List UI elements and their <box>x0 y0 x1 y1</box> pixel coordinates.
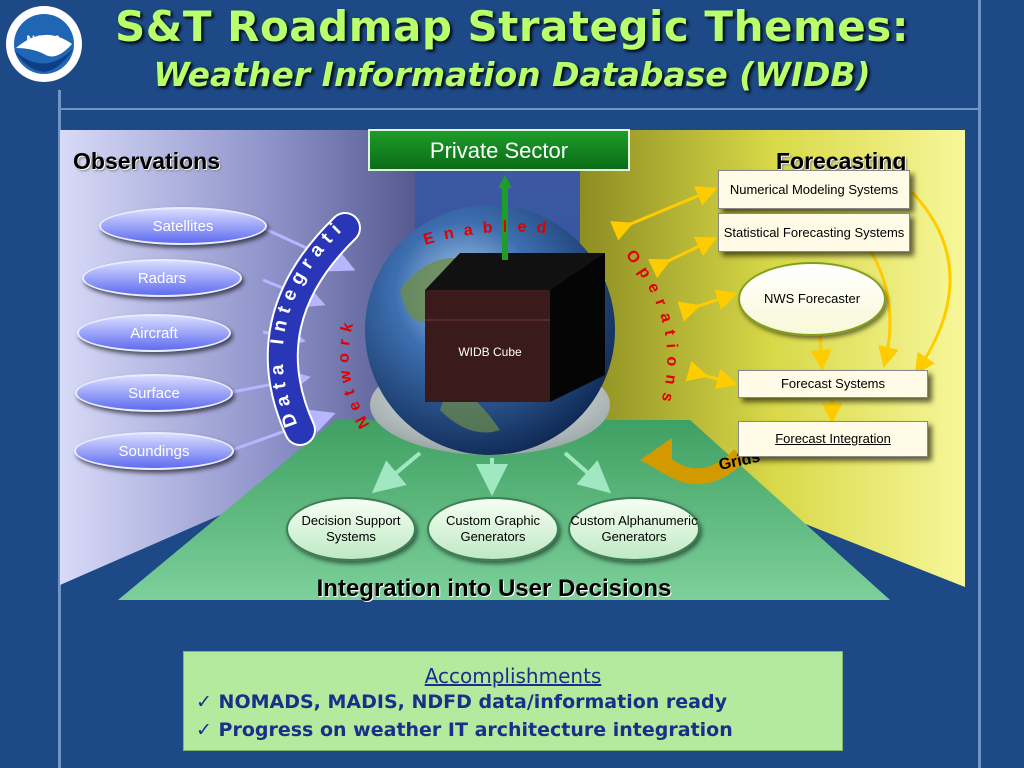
page-title: S&T Roadmap Strategic Themes: <box>114 2 910 51</box>
forecasting-heading: Forecasting <box>776 148 907 174</box>
widb-cube-front <box>425 290 550 402</box>
pill-soundings: Soundings <box>74 432 234 470</box>
page-subtitle: Weather Information Database (WIDB) <box>153 55 871 94</box>
user-decisions-label: Integration into User Decisions <box>316 575 672 602</box>
forecast-integration-box: Forecast Integration <box>738 421 928 457</box>
pill-aircraft: Aircraft <box>77 314 231 352</box>
frame-line-right <box>978 0 981 768</box>
arrow-decision-support <box>371 451 422 494</box>
nws-forecaster-oval: NWS Forecaster <box>738 262 886 336</box>
forecast-integration-label: Forecast Integration <box>775 431 891 446</box>
pill-radars: Radars <box>82 259 242 297</box>
arrow-alphanumeric <box>563 451 612 494</box>
arrow-forecast-systems <box>685 360 738 390</box>
frame-line-left <box>58 90 61 768</box>
accomplishment-text: Progress on weather IT architecture inte… <box>218 719 733 741</box>
arrow-statistical-systems <box>868 249 899 368</box>
pill-satellites: Satellites <box>99 207 267 245</box>
custom-alphanumeric-oval: Custom Alphanumeric Generators <box>568 497 700 561</box>
arrow-numerical <box>610 186 718 241</box>
check-icon: ✓ <box>196 719 212 741</box>
arrow-forecaster-systems <box>808 319 832 371</box>
accomplishment-text: NOMADS, MADIS, NDFD data/information rea… <box>218 691 727 713</box>
logo-text: NOAA <box>26 33 62 47</box>
custom-graphic-oval: Custom Graphic Generators <box>427 497 559 561</box>
widb-cube-label: WIDB Cube <box>458 345 522 359</box>
noaa-logo: NOAA <box>4 4 84 84</box>
arrow-numerical-systems <box>910 190 952 375</box>
arrow-soundings <box>231 409 336 452</box>
decision-support-oval: Decision Support Systems <box>286 497 416 561</box>
accomplishment-item: ✓ Progress on weather IT architecture in… <box>196 716 842 744</box>
observations-heading: Observations <box>73 148 220 174</box>
statistical-forecasting-box: Statistical Forecasting Systems <box>718 213 910 252</box>
widb-cube-side <box>460 253 605 402</box>
check-icon: ✓ <box>196 691 212 713</box>
arrow-statistical <box>647 236 718 278</box>
frame-line-top <box>58 108 980 110</box>
private-sector-box: Private Sector <box>368 129 630 171</box>
forecast-systems-box: Forecast Systems <box>738 370 928 398</box>
accomplishment-item: ✓ NOMADS, MADIS, NDFD data/information r… <box>196 688 842 716</box>
arrow-forecaster <box>677 289 738 322</box>
numerical-modeling-box: Numerical Modeling Systems <box>718 170 910 209</box>
accomplishments-box: Accomplishments ✓ NOMADS, MADIS, NDFD da… <box>183 651 843 751</box>
pill-surface: Surface <box>75 374 233 412</box>
accomplishments-heading: Accomplishments <box>424 664 602 688</box>
